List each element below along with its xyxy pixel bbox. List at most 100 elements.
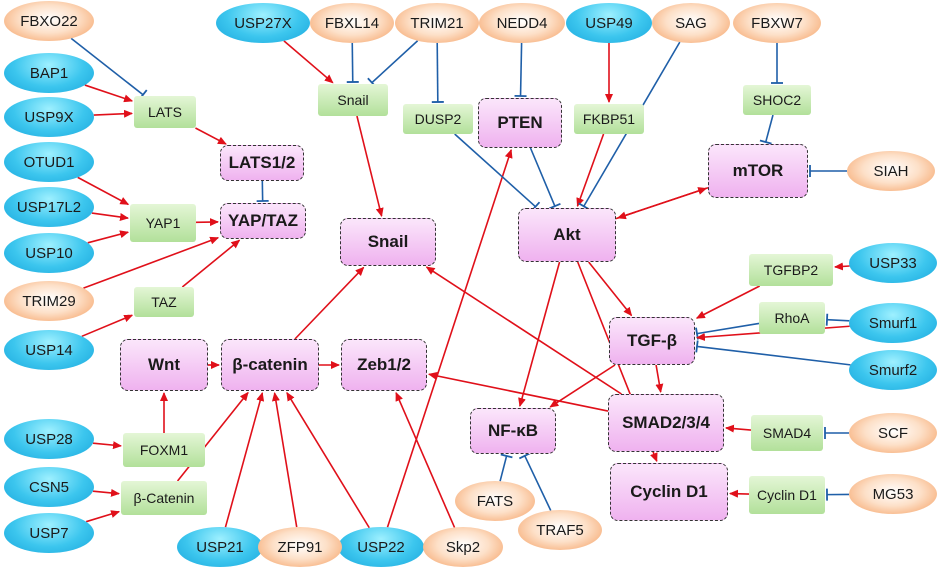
edge-TAZ-YAPTAZ	[181, 239, 241, 288]
node-FKBP51: FKBP51	[574, 104, 644, 134]
edge-TRIM21-Snail_s	[367, 40, 419, 88]
edge-USP14-TAZ	[81, 314, 134, 338]
node-CSN5: CSN5	[4, 467, 94, 507]
edge-NEDD4-PTEN	[514, 42, 527, 98]
node-MG53: MG53	[849, 474, 937, 514]
edge-TRIM21-DUSP2	[431, 42, 444, 103]
node-Snail_s: Snail	[318, 84, 388, 116]
edge-PTEN-Akt	[529, 147, 561, 210]
edge-SCF-SMAD4	[824, 427, 849, 439]
node-USP49: USP49	[566, 3, 652, 43]
edge-OTUD1-YAP1	[77, 176, 130, 206]
edge-FKBP51-Akt	[576, 133, 605, 208]
edge-CSN5-bCatenin_s	[92, 488, 121, 497]
node-USP33: USP33	[849, 243, 937, 283]
node-SIAH: SIAH	[847, 151, 935, 191]
node-BAP1: BAP1	[4, 53, 94, 93]
node-LATS12: LATS1/2	[220, 145, 304, 181]
edge-TRIM29-YAPTAZ	[83, 236, 220, 289]
node-NEDD4: NEDD4	[479, 3, 565, 43]
node-USP7: USP7	[4, 513, 94, 553]
node-SCF: SCF	[849, 413, 937, 453]
node-TGFb: TGF-β	[609, 317, 695, 365]
edge-ZFP91-bcatenin	[271, 391, 298, 528]
node-Snail: Snail	[340, 218, 436, 266]
edge-FBXW7-SHOC2	[771, 43, 783, 84]
edge-LATS-LATS12	[195, 127, 227, 145]
edge-mTOR-Akt	[616, 186, 709, 220]
edge-Skp2-Zeb	[395, 391, 456, 528]
node-USP9X: USP9X	[4, 97, 94, 137]
node-Akt: Akt	[518, 208, 616, 262]
edge-Snail_s-Snail	[356, 115, 384, 218]
node-USP14: USP14	[4, 330, 94, 370]
edge-USP22-PTEN	[386, 148, 513, 528]
edge-Smurf2-TGFb	[695, 340, 851, 366]
node-LATS: LATS	[134, 96, 196, 128]
node-Skp2: Skp2	[423, 527, 503, 567]
edge-SHOC2-mTOR	[759, 114, 774, 145]
node-Smurf1: Smurf1	[849, 303, 937, 343]
node-USP10: USP10	[4, 233, 94, 273]
node-USP21: USP21	[177, 527, 263, 567]
node-USP17L2: USP17L2	[4, 187, 94, 227]
edge-SMAD-Zeb	[427, 371, 609, 412]
node-bcatenin: β-catenin	[221, 339, 319, 391]
node-FOXM1: FOXM1	[123, 433, 205, 467]
node-USP22: USP22	[338, 527, 424, 567]
edge-Smurf1-RhoA	[825, 313, 850, 326]
edge-Akt-NFkB	[518, 261, 561, 408]
edge-TRAF5-NFkB	[518, 452, 552, 511]
edge-Akt-TGFb	[588, 261, 633, 317]
edge-USP9X-LATS	[93, 109, 134, 118]
edge-USP17L2-YAP1	[91, 212, 130, 221]
node-OTUD1: OTUD1	[4, 142, 94, 182]
edge-MG53-CyclinD1_s	[826, 488, 850, 501]
node-TRIM29: TRIM29	[4, 281, 94, 321]
node-SAG: SAG	[652, 3, 730, 43]
node-CyclinD1_s: Cyclin D1	[749, 476, 825, 514]
edge-USP10-YAP1	[87, 230, 130, 244]
edge-FBXL14-Snail_s	[346, 42, 359, 83]
edge-USP28-FOXM1	[92, 441, 123, 450]
edge-TGFBP2-TGFb	[695, 285, 761, 319]
node-Zeb: Zeb1/2	[341, 339, 427, 391]
node-Smurf2: Smurf2	[849, 350, 937, 390]
node-DUSP2: DUSP2	[403, 104, 473, 134]
node-NFkB: NF-κB	[470, 408, 556, 454]
edge-USP27X-Snail_s	[283, 40, 334, 84]
edge-FATS-NFkB	[499, 453, 513, 482]
node-TRIM21: TRIM21	[395, 3, 479, 43]
edge-SMAD4-SMAD	[724, 424, 752, 433]
edge-USP33-TGFBP2	[833, 262, 850, 271]
node-USP28: USP28	[4, 419, 94, 459]
node-SHOC2: SHOC2	[743, 85, 811, 115]
edge-TGFb-NFkB	[549, 364, 616, 408]
node-USP27X: USP27X	[216, 3, 310, 43]
node-ZFP91: ZFP91	[258, 527, 342, 567]
edge-BAP1-LATS	[84, 84, 134, 103]
edge-LATS12-YAPTAZ	[256, 180, 269, 203]
node-TRAF5: TRAF5	[518, 510, 602, 550]
edge-USP21-bcatenin	[224, 391, 265, 528]
node-TAZ: TAZ	[134, 287, 194, 317]
node-YAPTAZ: YAP/TAZ	[220, 203, 306, 239]
edge-SMAD-Snail	[425, 266, 622, 395]
edge-bcatenin-Snail	[294, 266, 365, 340]
node-mTOR: mTOR	[708, 144, 808, 198]
node-YAP1: YAP1	[130, 204, 196, 242]
node-Wnt: Wnt	[120, 339, 208, 391]
edge-TGFb-SMAD	[655, 364, 664, 394]
edge-SIAH-mTOR	[809, 165, 847, 177]
edge-USP22-bcatenin	[286, 391, 370, 529]
node-PTEN: PTEN	[478, 98, 562, 148]
node-CyclinD1: Cyclin D1	[610, 463, 728, 521]
node-TGFBP2: TGFBP2	[749, 254, 833, 286]
node-bCatenin_s: β-Catenin	[121, 481, 207, 515]
node-RhoA: RhoA	[759, 302, 825, 334]
node-SMAD4: SMAD4	[751, 415, 823, 451]
node-FBXO22: FBXO22	[4, 1, 94, 41]
node-FBXW7: FBXW7	[733, 3, 821, 43]
